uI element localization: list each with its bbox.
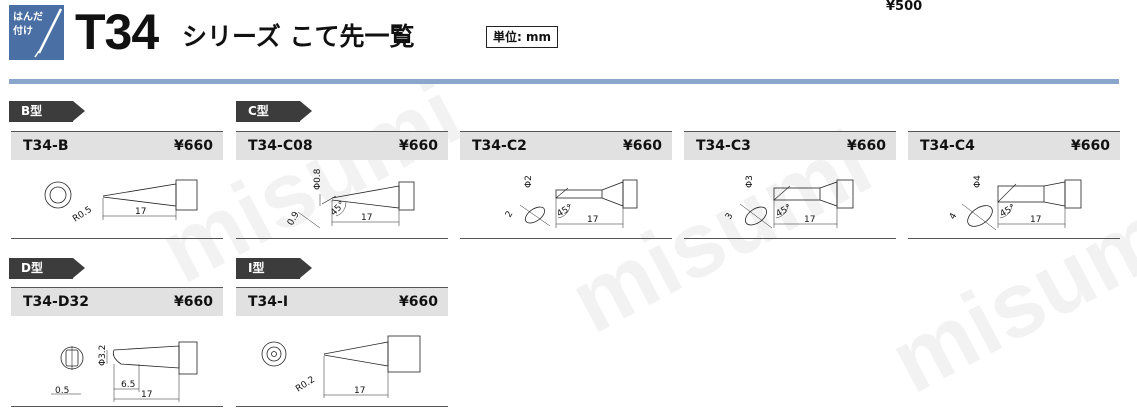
header-divider xyxy=(9,79,1119,84)
tip-card-t34-c08[interactable]: T34-C08 ¥660 17 45° Φ0.8 0.9 xyxy=(236,131,448,239)
tip-card-t34-d32[interactable]: T34-D32 ¥660 6.5 17 0.5 Φ3.2 xyxy=(11,287,223,407)
dim-flat: 6.5 xyxy=(121,380,135,390)
tip-drawing: 17 R0.5 xyxy=(11,160,223,239)
tip-price: ¥660 xyxy=(174,138,213,154)
dim-length: 17 xyxy=(587,215,598,225)
badge-line-1: はんだ xyxy=(13,12,43,23)
tip-price: ¥660 xyxy=(623,138,662,154)
tip-c4-drawing: 17 45° Φ4 4 xyxy=(948,175,1082,231)
dim-length: 17 xyxy=(1030,215,1041,225)
type-label-b: B型 xyxy=(9,101,85,122)
tip-drawing: 17 45° Φ2 2 xyxy=(460,160,672,239)
dim-radius: R0.5 xyxy=(71,205,94,225)
type-label-c: C型 xyxy=(236,101,312,122)
dim-diameter: Φ0.8 xyxy=(313,168,323,190)
series-title: T34 xyxy=(75,4,159,60)
tip-card-t34-i[interactable]: T34-I ¥660 17 R0.2 xyxy=(236,287,448,407)
dim-angle: 45° xyxy=(775,203,794,220)
badge-line-2: 付け xyxy=(13,26,33,37)
type-label-d: D型 xyxy=(9,258,85,279)
dim-diameter: Φ3 xyxy=(745,175,755,188)
dim-angle: 45° xyxy=(999,203,1018,220)
tip-card-t34-c3[interactable]: T34-C3 ¥660 17 45° Φ3 3 xyxy=(684,131,896,239)
tip-name: T34-C08 xyxy=(248,138,313,154)
tip-c08-drawing: 17 45° Φ0.8 0.9 xyxy=(286,168,415,229)
dim-width: 0.9 xyxy=(286,210,302,228)
tip-drawing: 17 45° Φ0.8 0.9 xyxy=(236,160,448,239)
unit-label: 単位: mm xyxy=(486,26,558,48)
tip-card-t34-b[interactable]: T34-B ¥660 17 R0.5 xyxy=(11,131,223,239)
tip-price: ¥660 xyxy=(399,294,438,310)
tip-c2-drawing: 17 45° Φ2 2 xyxy=(504,175,638,228)
dim-width: 3 xyxy=(724,212,736,222)
tip-d32-drawing: 6.5 17 0.5 Φ3.2 xyxy=(51,341,198,402)
tip-card-t34-c4[interactable]: T34-C4 ¥660 17 45° Φ4 4 xyxy=(908,131,1120,239)
tip-drawing: 17 45° Φ4 4 xyxy=(908,160,1120,239)
tip-price: ¥660 xyxy=(174,294,213,310)
tip-b-drawing: 17 R0.5 xyxy=(44,179,198,225)
tip-drawing: 17 45° Φ3 3 xyxy=(684,160,896,239)
dim-diameter: Φ4 xyxy=(973,175,983,188)
dim-radius: R0.2 xyxy=(294,375,317,395)
tip-c3-drawing: 17 45° Φ3 3 xyxy=(724,175,854,229)
tip-price: ¥660 xyxy=(399,138,438,154)
tip-name: T34-B xyxy=(23,138,69,154)
tip-name: T34-C3 xyxy=(696,138,751,154)
dim-thickness: 0.5 xyxy=(55,386,69,396)
soldering-iron-icon xyxy=(34,8,63,58)
tip-name: T34-I xyxy=(248,294,289,310)
dim-width: 4 xyxy=(948,211,960,221)
tip-name: T34-C2 xyxy=(472,138,527,154)
tip-name: T34-D32 xyxy=(23,294,89,310)
dim-length: 17 xyxy=(135,207,146,217)
dim-length: 17 xyxy=(141,390,152,400)
tip-price: ¥660 xyxy=(847,138,886,154)
tip-i-drawing: 17 R0.2 xyxy=(261,335,421,398)
tip-drawing: 6.5 17 0.5 Φ3.2 xyxy=(11,316,223,407)
tip-price: ¥660 xyxy=(1071,138,1110,154)
type-label-i: I型 xyxy=(236,258,312,279)
dim-length: 17 xyxy=(361,213,372,223)
dim-length: 17 xyxy=(804,215,815,225)
tip-name: T34-C4 xyxy=(920,138,975,154)
top-price: ¥500 xyxy=(886,0,923,14)
dim-diameter: Φ3.2 xyxy=(98,345,108,366)
dim-diameter: Φ2 xyxy=(524,175,534,188)
soldering-badge: はんだ 付け xyxy=(9,5,64,60)
tip-card-t34-c2[interactable]: T34-C2 ¥660 17 45° Φ2 2 xyxy=(460,131,672,239)
series-subtitle: シリーズ こて先一覧 xyxy=(182,22,415,51)
tip-drawing: 17 R0.2 xyxy=(236,316,448,407)
dim-length: 17 xyxy=(354,386,365,396)
dim-width: 2 xyxy=(504,210,516,220)
dim-angle: 45° xyxy=(556,203,575,220)
